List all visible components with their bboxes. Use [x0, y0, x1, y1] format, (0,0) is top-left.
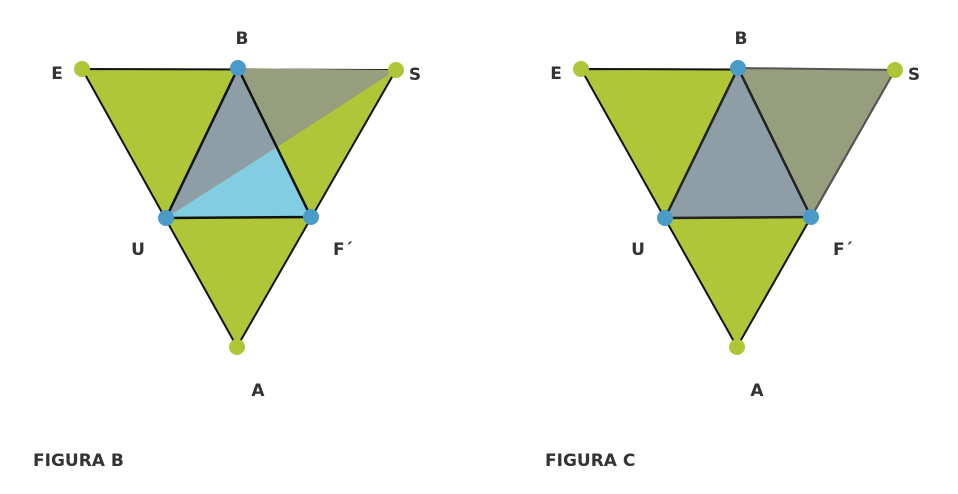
point-f [803, 209, 819, 225]
label-e: E [51, 64, 63, 84]
point-a [729, 339, 745, 355]
label-u: U [131, 240, 145, 260]
point-u [158, 210, 174, 226]
label-s: S [908, 65, 920, 85]
triangle-buf [665, 68, 811, 218]
point-s [388, 62, 404, 78]
label-f: F´ [833, 240, 853, 260]
figure-b: B E S U F´ A FIGURA B [33, 29, 421, 471]
caption-figura-b: FIGURA B [33, 451, 124, 471]
point-e [74, 61, 90, 77]
label-b: B [735, 29, 748, 49]
label-s: S [409, 65, 421, 85]
figure-c: B E S U F´ A FIGURA C [545, 29, 920, 471]
region-ufx [166, 147, 311, 218]
label-b: B [236, 29, 249, 49]
point-u [657, 210, 673, 226]
point-s [887, 62, 903, 78]
point-f [303, 209, 319, 225]
label-e: E [550, 64, 562, 84]
point-b [730, 60, 746, 76]
triangle-buf-edges [663, 65, 813, 220]
point-e [573, 61, 589, 77]
region-bux [166, 68, 277, 218]
region-bsx [238, 68, 396, 147]
label-f: F´ [333, 240, 353, 260]
label-a: A [251, 381, 265, 401]
point-a [229, 339, 245, 355]
point-b [230, 60, 246, 76]
caption-figura-c: FIGURA C [545, 451, 635, 471]
label-a: A [750, 381, 764, 401]
label-u: U [631, 240, 645, 260]
triangle-buf-edges [164, 65, 313, 220]
